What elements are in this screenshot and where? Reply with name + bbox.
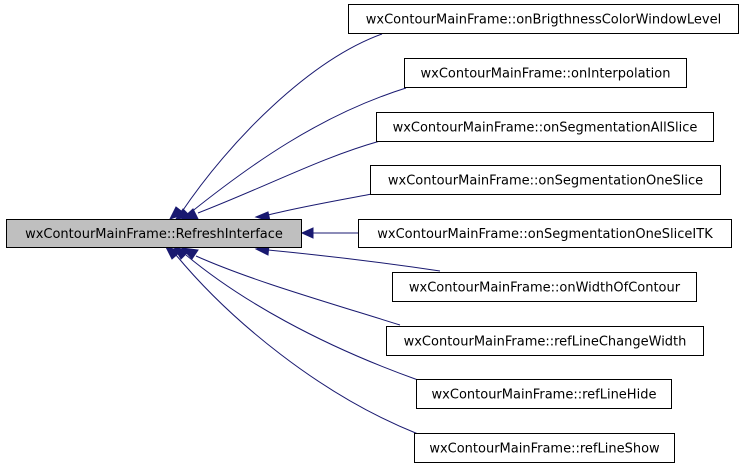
node-box-brightness[interactable] bbox=[348, 4, 739, 34]
node-box-seg_all[interactable] bbox=[376, 112, 714, 142]
edge-ref_hide-to-refresh bbox=[185, 254, 419, 381]
node-interpolation[interactable]: wxContourMainFrame::onInterpolation bbox=[404, 58, 687, 88]
node-box-width_contour[interactable] bbox=[392, 272, 697, 302]
arrowhead-ref_show bbox=[165, 246, 183, 260]
node-label-width_contour: wxContourMainFrame::onWidthOfContour bbox=[409, 281, 681, 296]
node-label-ref_hide: wxContourMainFrame::refLineHide bbox=[432, 388, 657, 403]
node-ref_show[interactable]: wxContourMainFrame::refLineShow bbox=[414, 433, 675, 463]
node-box-seg_one[interactable] bbox=[370, 165, 721, 195]
node-seg_one[interactable]: wxContourMainFrame::onSegmentationOneSli… bbox=[370, 165, 721, 195]
node-seg_all[interactable]: wxContourMainFrame::onSegmentationAllSli… bbox=[376, 112, 714, 142]
node-box-seg_one_itk[interactable] bbox=[358, 219, 732, 248]
node-label-seg_one: wxContourMainFrame::onSegmentationOneSli… bbox=[388, 174, 703, 189]
node-label-ref_show: wxContourMainFrame::refLineShow bbox=[429, 442, 660, 457]
node-ref_hide[interactable]: wxContourMainFrame::refLineHide bbox=[416, 379, 672, 409]
arrowhead-seg_one_itk bbox=[300, 227, 314, 239]
edge-width_contour-to-refresh bbox=[267, 249, 441, 272]
edge-brightness-to-refresh bbox=[180, 33, 383, 214]
node-seg_one_itk[interactable]: wxContourMainFrame::onSegmentationOneSli… bbox=[358, 219, 732, 248]
node-label-interpolation: wxContourMainFrame::onInterpolation bbox=[421, 67, 671, 82]
node-box-refresh[interactable] bbox=[6, 219, 302, 248]
node-label-ref_change_width: wxContourMainFrame::refLineChangeWidth bbox=[404, 335, 687, 350]
node-label-seg_one_itk: wxContourMainFrame::onSegmentationOneSli… bbox=[377, 227, 713, 242]
node-label-brightness: wxContourMainFrame::onBrigthnessColorWin… bbox=[366, 13, 721, 28]
node-width_contour[interactable]: wxContourMainFrame::onWidthOfContour bbox=[392, 272, 697, 302]
edge-ref_change_width-to-refresh bbox=[195, 255, 401, 326]
edges-layer bbox=[165, 33, 441, 435]
edge-seg_one-to-refresh bbox=[267, 193, 373, 216]
node-box-ref_show[interactable] bbox=[414, 433, 675, 463]
edge-ref_show-to-refresh bbox=[175, 254, 419, 435]
node-refresh[interactable]: wxContourMainFrame::RefreshInterface bbox=[6, 219, 302, 248]
node-ref_change_width[interactable]: wxContourMainFrame::refLineChangeWidth bbox=[386, 326, 704, 356]
nodes-layer: wxContourMainFrame::RefreshInterfacewxCo… bbox=[6, 4, 739, 463]
edge-seg_all-to-refresh bbox=[197, 140, 381, 214]
node-brightness[interactable]: wxContourMainFrame::onBrigthnessColorWin… bbox=[348, 4, 739, 34]
node-box-ref_hide[interactable] bbox=[416, 379, 672, 409]
node-box-interpolation[interactable] bbox=[404, 58, 687, 88]
node-box-ref_change_width[interactable] bbox=[386, 326, 704, 356]
edge-interpolation-to-refresh bbox=[189, 87, 407, 214]
node-label-seg_all: wxContourMainFrame::onSegmentationAllSli… bbox=[393, 121, 698, 136]
node-label-refresh: wxContourMainFrame::RefreshInterface bbox=[25, 227, 283, 242]
